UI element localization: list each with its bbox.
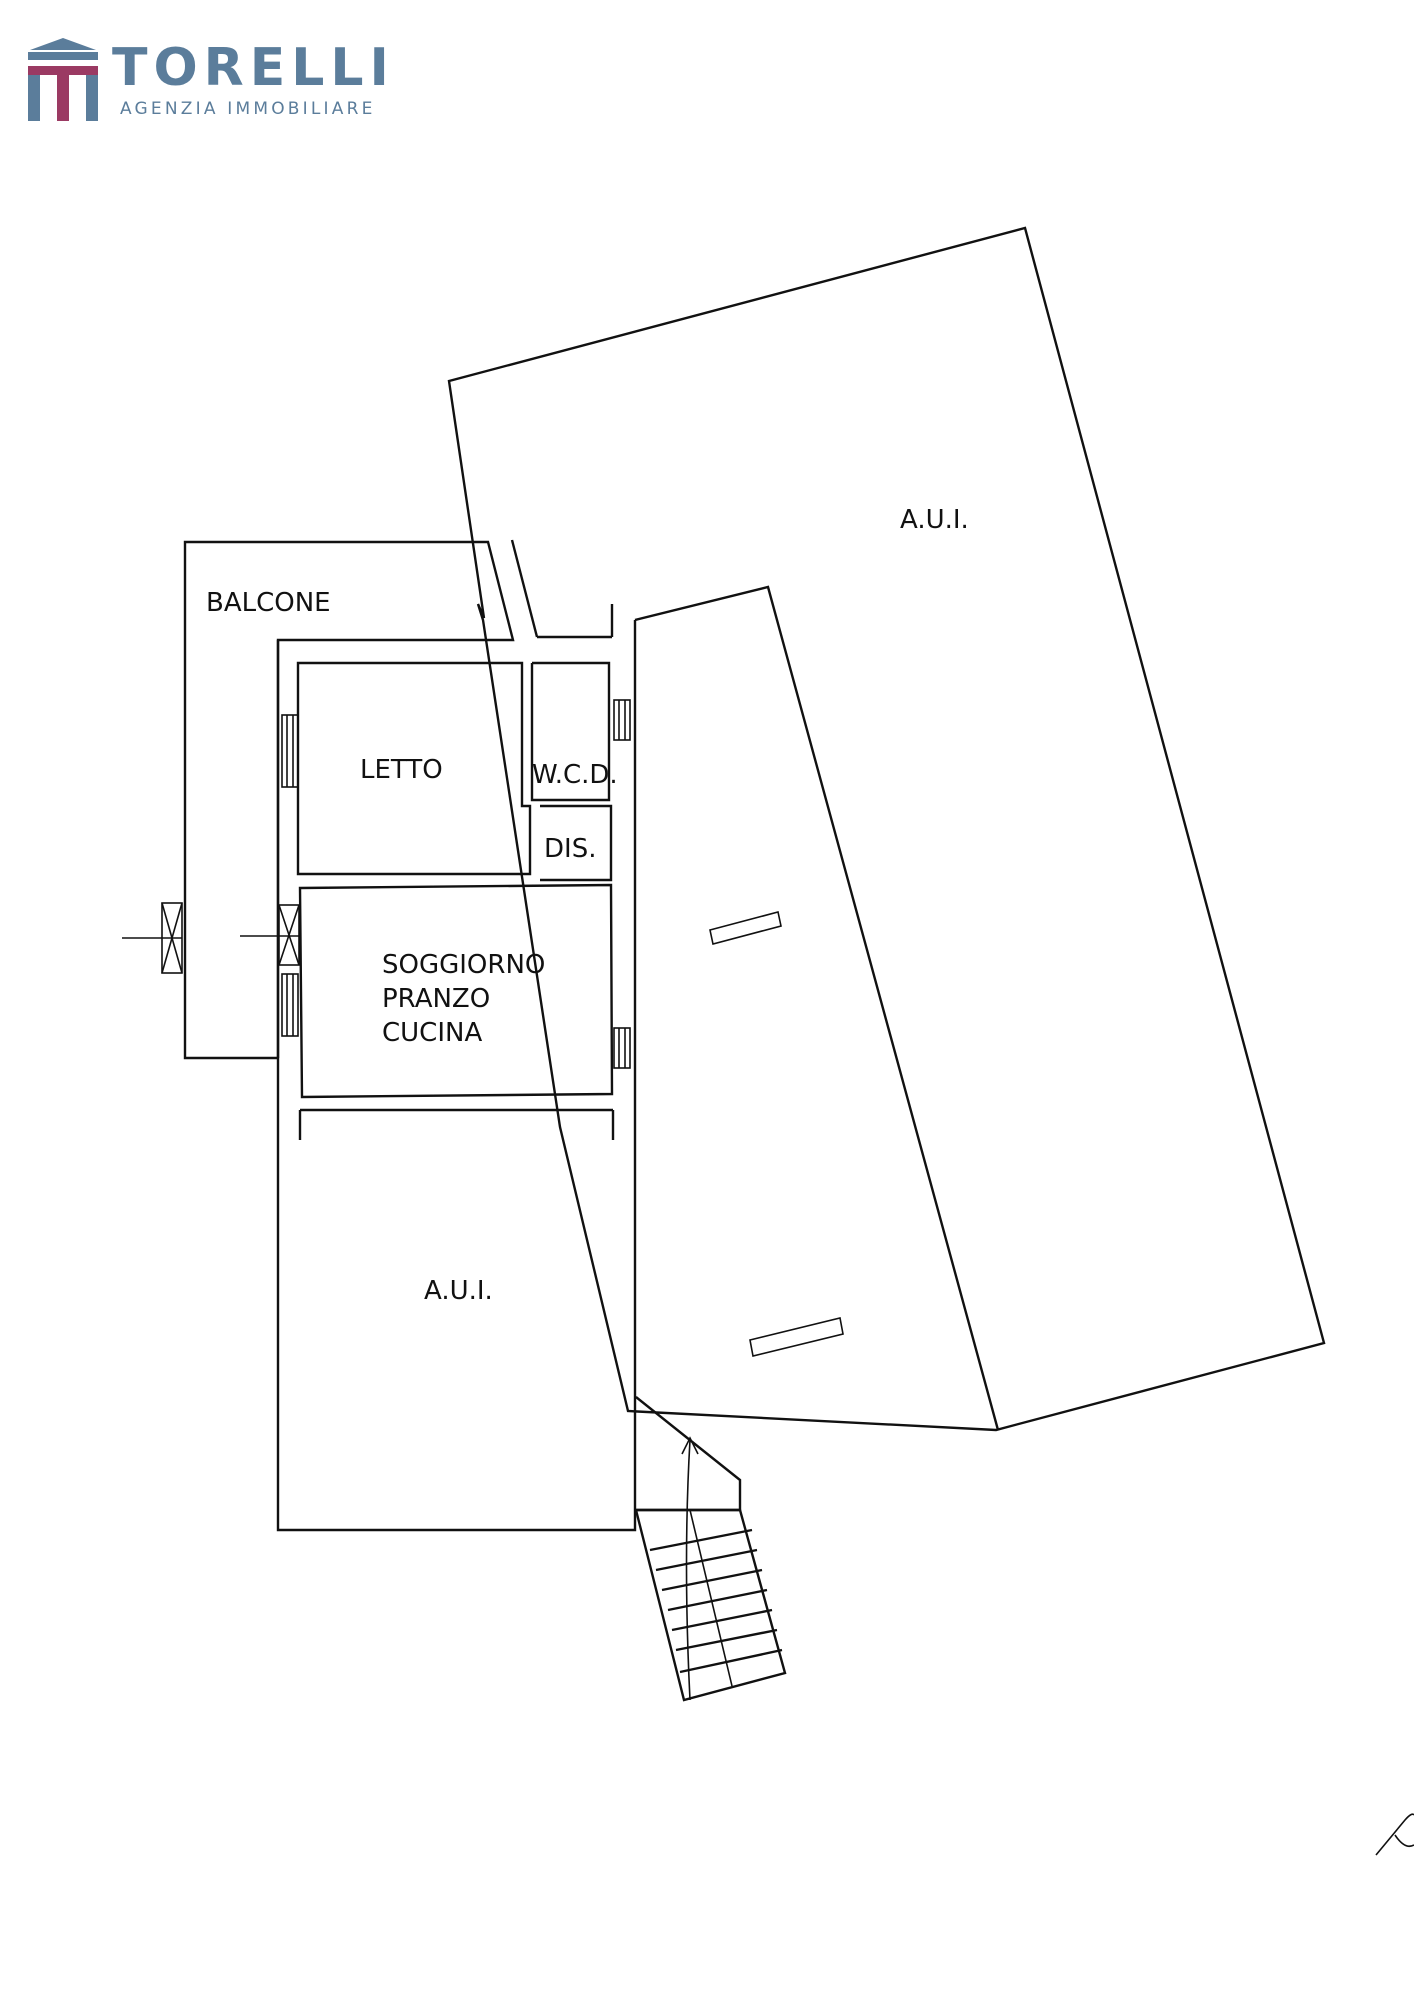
room-label-dis: DIS.	[544, 834, 596, 864]
pillar-logo-icon	[28, 38, 98, 121]
letto-outline	[296, 661, 532, 876]
agency-logo	[28, 38, 428, 128]
soggiorno-outline	[298, 883, 614, 1099]
room-label-aui: A.U.I.	[900, 505, 969, 535]
aui-large-outline	[447, 226, 1326, 1432]
apartment-outline	[276, 620, 637, 1532]
window-icon	[281, 714, 299, 788]
brand-name: TORELLI	[112, 38, 395, 98]
room-label-wcd: W.C.D.	[532, 760, 618, 790]
room-label-letto: LETTO	[360, 755, 443, 785]
room-label-pranzo: PRANZO	[382, 984, 490, 1014]
skylight-icon	[709, 911, 782, 945]
window-icon	[281, 973, 299, 1037]
entry-arrow-icon	[685, 1439, 691, 1701]
staircase	[634, 1508, 787, 1702]
window-icon	[613, 699, 631, 741]
room-label-balcone: BALCONE	[206, 588, 331, 618]
balcone-outline	[183, 540, 515, 1060]
skylight-icon	[749, 1317, 844, 1357]
room-label-soggiorno: SOGGIORNO	[382, 950, 545, 980]
brand-tagline: AGENZIA IMMOBILIARE	[120, 99, 376, 119]
door-icon	[278, 904, 300, 966]
dis-outline	[540, 804, 613, 882]
room-label-aui-lower: A.U.I.	[424, 1276, 493, 1306]
wcd-outline	[530, 661, 611, 802]
room-label-cucina: CUCINA	[382, 1018, 482, 1048]
north-arrow-icon	[1375, 1813, 1414, 1856]
window-icon	[613, 1027, 631, 1069]
